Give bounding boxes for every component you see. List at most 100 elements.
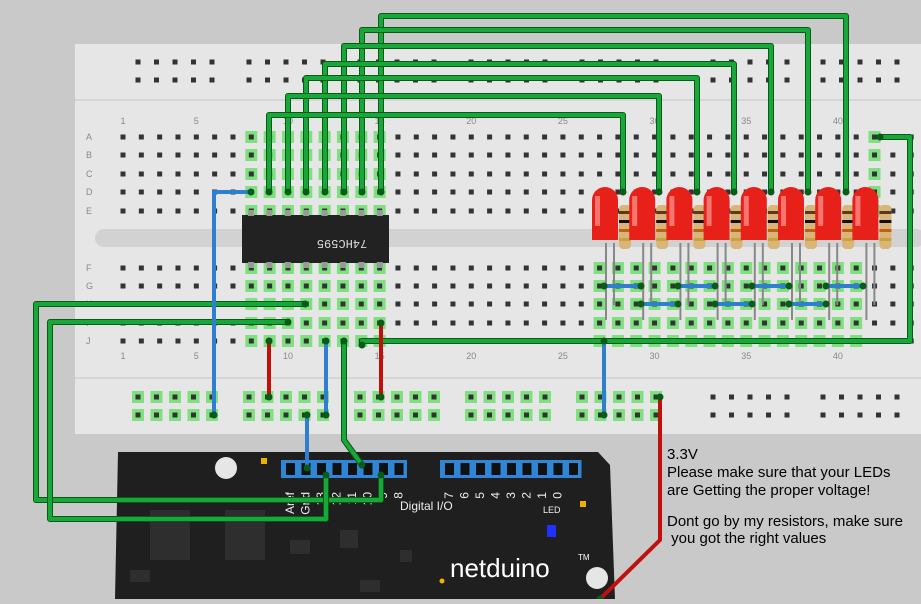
breadboard-hole [322,301,328,307]
breadboard-hole [505,189,511,195]
breadboard-hole [817,152,823,158]
breadboard-hole [175,189,181,195]
breadboard-hole [853,171,859,177]
breadboard-hole [615,301,621,307]
breadboard-hole [725,265,731,271]
breadboard-hole [157,171,163,177]
breadboard-hole [340,301,346,307]
rail-hole [413,412,418,418]
rail-hole [431,412,437,418]
rail-hole [135,77,141,83]
led-data-wire-end [340,188,348,196]
breadboard-hole [853,301,859,307]
breadboard-hole [890,301,896,307]
header-socket [445,463,454,475]
led-data-wire-end [655,188,663,196]
rail-hole [302,394,307,400]
breadboard-hole [432,152,438,158]
breadboard-hole [652,320,658,326]
chip-pin [266,210,273,216]
mounting-hole [586,567,608,589]
breadboard-hole [505,208,511,214]
breadboard-hole [798,265,804,271]
breadboard-hole [707,152,713,158]
trademark-mark: TM [578,553,590,562]
chip-pin [303,262,310,268]
breadboard-hole [175,283,181,289]
led-data-wire [379,14,848,192]
breadboard-hole [560,283,566,289]
rail-hole [710,412,716,418]
chip-pin [248,262,254,268]
breadboard-hole [267,283,273,289]
breadboard-hole [432,301,438,307]
breadboard-hole [487,301,493,307]
led-data-wire [286,94,661,192]
breadboard-hole [743,152,749,158]
supply-wire-end [656,393,664,401]
breadboard-hole [120,152,126,158]
breadboard-hole [523,134,529,140]
breadboard-hole [872,134,878,140]
chip-pin [376,210,383,216]
led-ground-wire-end [600,411,608,419]
column-number-top-35: 35 [741,116,751,126]
resistor-band [767,211,780,214]
board-ground-wire-end [303,411,311,419]
breadboard-hole [432,265,438,271]
row-letter-b: B [86,150,92,160]
ground-return-wire-end [358,341,366,349]
resistor-band [730,211,743,214]
breadboard-hole [157,283,163,289]
breadboard-hole [725,320,731,326]
breadboard-hole [542,208,548,214]
breadboard-hole [615,265,621,271]
rail-hole [246,394,252,400]
rail-hole [413,394,418,400]
breadboard-hole [377,283,383,289]
breadboard-hole [542,320,548,326]
ground-wire-end [247,188,255,196]
rail-hole [894,412,900,418]
breadboard-hole [395,208,401,214]
breadboard-hole [413,171,419,177]
led-jumper-end [711,300,719,308]
chip-label: 74HC595 [317,236,367,250]
breadboard-hole [542,189,548,195]
ground-wire-end [322,337,330,345]
breadboard-hole [175,134,181,140]
pin-label: 8 [392,492,406,499]
breadboard-hole [138,338,144,344]
breadboard-hole [560,152,566,158]
breadboard-hole [157,152,163,158]
breadboard-hole [707,134,713,140]
resistor-band [842,220,855,223]
breadboard-hole [468,301,474,307]
rail-hole [265,77,270,83]
rail-hole [246,412,252,418]
logo-dot [439,578,445,584]
breadboard-hole [413,134,419,140]
pin-label: 2 [520,492,534,499]
led-highlight [632,196,638,226]
data-wire [342,341,364,467]
breadboard-hole [688,134,694,140]
breadboard-hole [798,283,804,289]
breadboard-hole [322,283,328,289]
breadboard-hole [212,171,218,177]
breadboard-hole [725,171,731,177]
board-component [290,540,310,554]
resistor-band [842,238,855,241]
header-socket [553,463,563,475]
breadboard-hole [432,208,438,214]
breadboard-hole [322,320,328,326]
resistor-band [619,211,631,214]
breadboard-hole [780,320,786,326]
header-socket [476,463,485,475]
chip-pin [321,210,328,216]
rail-hole [784,412,790,418]
breadboard-hole [212,134,218,140]
breadboard-hole [230,208,236,214]
header-socket [507,463,516,475]
